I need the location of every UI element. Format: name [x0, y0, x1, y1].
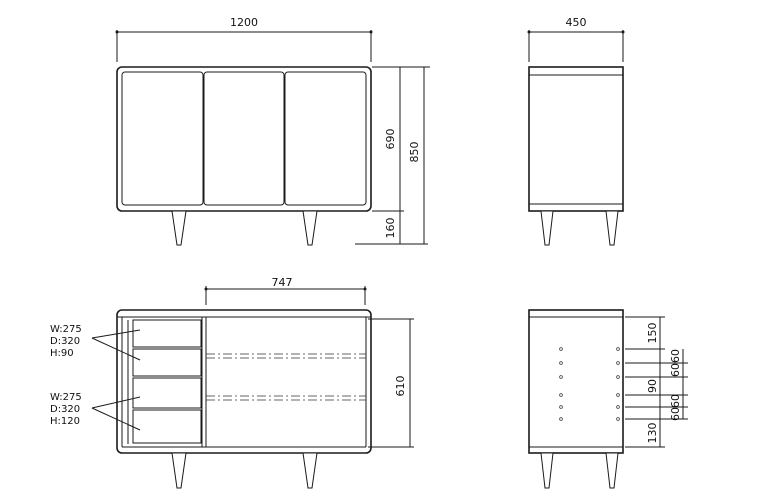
side-section-leg-right: [605, 452, 619, 489]
front-leg-left: [171, 210, 187, 246]
dim-side-60-c: 60: [669, 394, 682, 408]
drawer-upper-width: W:275: [50, 324, 82, 335]
front-leg-right: [302, 210, 318, 246]
dim-side-mid: 90: [646, 379, 659, 393]
drawer-lower-width: W:275: [50, 392, 82, 403]
leader-lower-a: [91, 396, 141, 409]
drawer-upper-height: H:90: [50, 348, 74, 359]
dim-side-depth: 450: [566, 16, 587, 29]
dim-front-width: 1200: [230, 16, 258, 29]
side-section-leg-left: [540, 452, 554, 489]
front-door-middle: [203, 71, 285, 206]
front-section-view: 747 610 W:275 D:320 H:90 W:275 D:320 H:1…: [50, 276, 414, 489]
section-leg-right: [302, 452, 318, 489]
dim-side-60-d: 60: [669, 407, 682, 421]
front-view: 1200 690 160 850: [115, 16, 430, 246]
side-view: 450: [527, 16, 625, 246]
side-leg-right: [605, 210, 619, 246]
front-door-left: [121, 71, 204, 206]
side-section-outer: [528, 309, 624, 454]
dim-body-height: 690: [384, 129, 397, 150]
dim-inner-height: 610: [394, 376, 407, 397]
leader-upper-b: [91, 337, 141, 361]
leader-upper-a: [91, 329, 141, 339]
front-cabinet-outer: [116, 66, 372, 212]
drawer-1: [132, 319, 202, 348]
side-section-view: 150 90 130 60 60 60 60: [528, 309, 688, 489]
shelf-pin-holes: [559, 347, 620, 421]
dim-side-60-a: 60: [669, 349, 682, 363]
dim-side-bottom: 130: [646, 423, 659, 444]
dim-total-height: 850: [408, 142, 421, 163]
side-leg-left: [540, 210, 554, 246]
dim-side-60-b: 60: [669, 363, 682, 377]
drawer-3: [132, 377, 202, 409]
drawer-upper-depth: D:320: [50, 336, 80, 347]
section-cabinet-outer: [116, 309, 372, 454]
drawer-lower-height: H:120: [50, 416, 80, 427]
front-door-right: [284, 71, 367, 206]
leader-lower-b: [91, 407, 141, 431]
drawer-4: [132, 409, 202, 444]
drawer-lower-depth: D:320: [50, 404, 80, 415]
dim-inner-width: 747: [272, 276, 293, 289]
section-leg-left: [171, 452, 187, 489]
side-cabinet-outer: [528, 66, 624, 212]
drawer-2: [132, 348, 202, 377]
dim-side-top: 150: [646, 323, 659, 344]
dim-leg-height: 160: [384, 218, 397, 239]
